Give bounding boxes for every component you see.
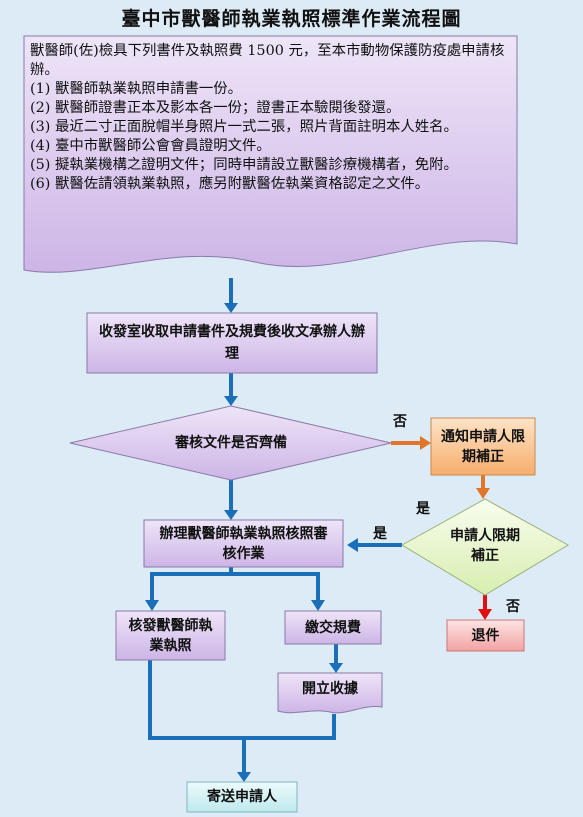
supplement-yes-top-label: 是 — [416, 501, 430, 517]
receipt-step-label: 開立收據 — [302, 681, 358, 697]
reject-step-label: 退件 — [471, 627, 500, 644]
pay-step-label: 繳交規費 — [305, 619, 361, 636]
receive-step-label: 收發室收取申請書件及規費後收文承辦人辦理 — [99, 324, 365, 362]
requirement-item: (3) 最近二寸正面脫帽半身照片一式二張，照片背面註明本人姓名。 — [30, 119, 458, 135]
issue-step-label: 核發獸醫師執業執照 — [128, 617, 213, 654]
check-no-label: 否 — [393, 414, 407, 430]
check-decision-label: 審核文件是否齊備 — [175, 435, 287, 451]
page-title: 臺中市獸醫師執業執照標準作業流程圖 — [121, 8, 462, 30]
requirement-item: (6) 獸醫佐請領執業執照，應另附獸醫佐執業資格認定之文件。 — [30, 176, 430, 192]
notify-step-label: 通知申請人限期補正 — [441, 428, 525, 465]
send-step-label: 寄送申請人 — [207, 789, 277, 805]
requirement-item: (5) 擬執業機構之證明文件；同時申請設立獸醫診療機構者，免附。 — [30, 157, 458, 173]
supplement-yes-left-label: 是 — [373, 526, 387, 542]
requirement-item: (1) 獸醫師執業執照申請書一份。 — [30, 81, 243, 97]
process-step-label: 辦理獸醫師執業執照核照審核作業 — [159, 525, 328, 562]
requirements-intro: 獸醫師(佐)檢具下列書件及執照費 1500 元，至本市動物保護防疫處申請核辦。 — [30, 43, 505, 78]
requirement-item: (4) 臺中市獸醫師公會會員證明文件。 — [30, 138, 271, 154]
requirement-item: (2) 獸醫師證書正本及影本各一份；證書正本驗閱後發還。 — [30, 100, 401, 116]
supplement-decision-label: 申請人限期補正 — [450, 528, 520, 564]
requirements-list: 獸醫師(佐)檢具下列書件及執照費 1500 元，至本市動物保護防疫處申請核辦。 … — [30, 42, 512, 194]
supplement-no-label: 否 — [506, 599, 520, 615]
